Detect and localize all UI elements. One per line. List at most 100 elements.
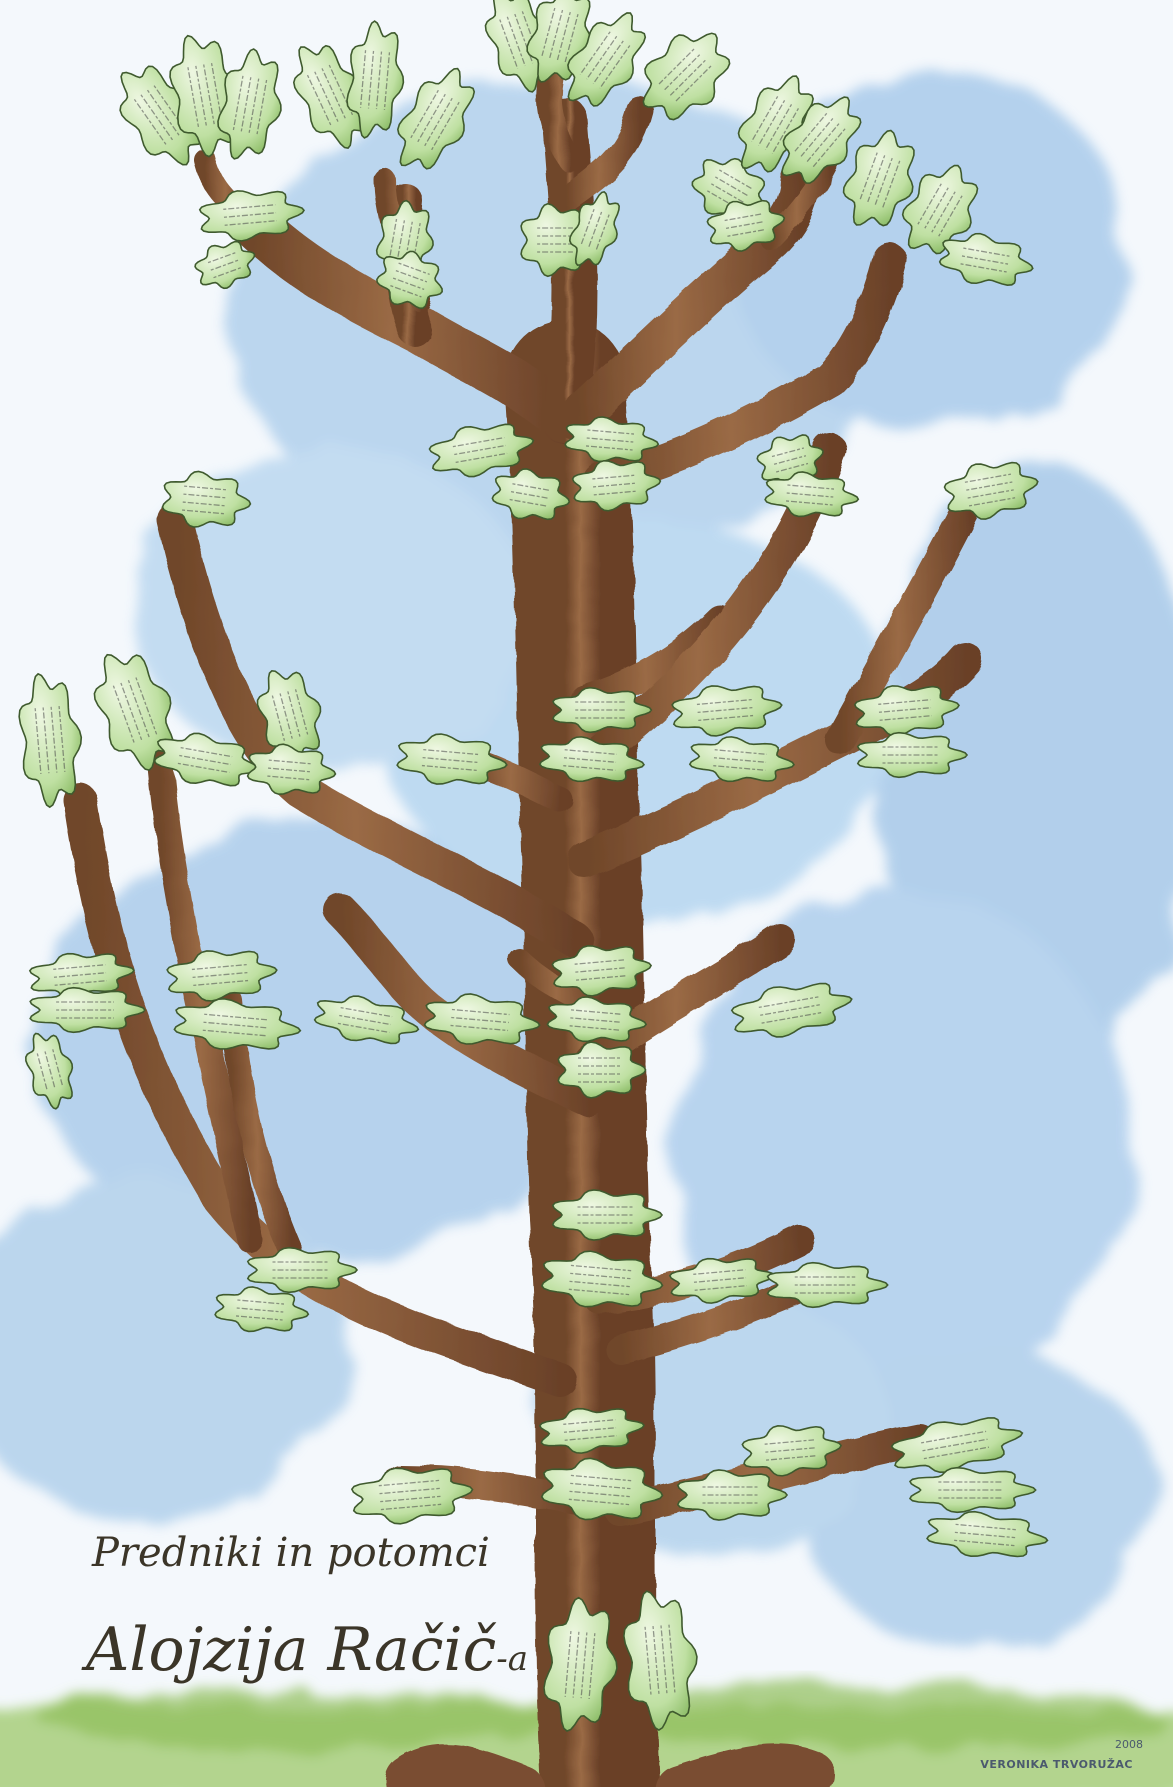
leaf-writing [564, 749, 617, 755]
leaf-writing [224, 220, 277, 226]
leaf-shape [676, 1469, 789, 1521]
leaf-shape [564, 416, 660, 463]
leaf-writing [397, 220, 406, 259]
leaf-writing [765, 1455, 816, 1461]
leaf-writing [879, 715, 932, 721]
leaf-writing [236, 1307, 284, 1313]
leaf-shape [376, 250, 443, 309]
leaf-writing [587, 211, 603, 249]
leaf-writing [570, 1474, 632, 1482]
leaf-shape [520, 202, 593, 278]
leaf-shape [538, 736, 646, 783]
leaf-writing [585, 445, 633, 451]
leaf-shape [153, 732, 260, 787]
leaf-writing [321, 68, 346, 119]
oak-leaf [350, 1467, 474, 1525]
oak-leaf [551, 945, 653, 997]
oak-leaf [540, 1457, 664, 1521]
leaf-writing [968, 497, 1016, 507]
leaf-writing [760, 1004, 820, 1016]
leaf-writing [53, 972, 107, 978]
oak-leaf [571, 459, 662, 512]
leaf-writing [563, 1419, 616, 1425]
leaf-writing [575, 967, 625, 973]
leaf-shape [571, 459, 662, 512]
leaf-writing [580, 208, 595, 246]
leaf-writing [966, 481, 1013, 491]
leaf-writing [455, 452, 508, 464]
leaf-writing [593, 482, 637, 488]
leaf-writing [592, 474, 637, 480]
oak-leaf [397, 67, 476, 170]
leaf-shape [423, 993, 541, 1045]
leaf-writing [306, 74, 332, 126]
leaf-writing [878, 699, 931, 705]
leaf-writing [938, 195, 963, 237]
leaf-writing [785, 500, 833, 506]
leaf-writing [773, 455, 807, 465]
leaf-writing [878, 707, 932, 713]
leaf-writing [727, 228, 766, 237]
leaf-writing [570, 1272, 631, 1280]
leaf-writing [967, 489, 1014, 499]
oak-leaf [543, 1596, 618, 1732]
leaf-writing [451, 1016, 509, 1024]
oak-leaf [623, 1590, 698, 1732]
leaf-writing [177, 762, 230, 774]
leaf-shape [397, 67, 476, 170]
oak-leaf [642, 32, 731, 121]
leaf-writing [52, 1049, 64, 1087]
leaf-writing [595, 214, 610, 252]
leaf-writing [450, 1024, 509, 1032]
oak-leaf [567, 12, 647, 107]
leaf-writing [267, 775, 312, 781]
signature-year: 2008 [1115, 1738, 1143, 1751]
leaf-writing [599, 45, 631, 89]
leaf-writing [210, 259, 240, 271]
leaf-writing [127, 679, 150, 738]
leaf-writing [812, 128, 846, 168]
leaf-cluster [18, 0, 1049, 1732]
leaf-writing [213, 266, 243, 279]
leaf-writing [806, 123, 840, 162]
leaf-shape [642, 32, 731, 121]
leaf-writing [697, 706, 753, 714]
leaf-shape [396, 733, 508, 785]
oak-leaf [313, 995, 420, 1045]
leaf-writing [44, 1051, 56, 1089]
leaf-writing [771, 108, 800, 154]
oak-leaf [346, 20, 405, 139]
oak-leaf [730, 982, 853, 1038]
leaf-writing [882, 160, 901, 208]
oak-leaf [246, 1246, 359, 1294]
oak-leaf [938, 232, 1034, 286]
oak-leaf [943, 461, 1039, 520]
leaf-shape [781, 96, 862, 184]
leaf-writing [563, 757, 617, 763]
leaf-shape [706, 199, 786, 252]
leaf-writing [203, 64, 215, 125]
leaf-writing [378, 1479, 440, 1487]
leaf-shape [214, 1286, 310, 1333]
leaf-writing [207, 251, 237, 264]
signature-name: VERONIKA TRVORUŽAC [980, 1758, 1133, 1771]
oak-leaf [546, 996, 648, 1043]
leaf-writing [210, 63, 223, 123]
leaf-shape [428, 423, 535, 478]
leaf-shape [764, 471, 860, 518]
leaf-writing [963, 247, 1010, 257]
oak-leaf [764, 471, 860, 518]
leaf-shape [671, 685, 783, 737]
leaf-writing [454, 444, 506, 456]
leaf-writing [182, 501, 227, 507]
oak-leaf [520, 202, 593, 278]
leaf-shape [668, 1257, 776, 1304]
leaf-writing [652, 1626, 660, 1695]
leaf-writing [36, 1053, 48, 1091]
leaf-writing [960, 263, 1007, 273]
oak-leaf [668, 1257, 776, 1304]
oak-leaf [491, 468, 571, 521]
leaf-writing [713, 757, 767, 763]
leaf-writing [750, 96, 779, 142]
